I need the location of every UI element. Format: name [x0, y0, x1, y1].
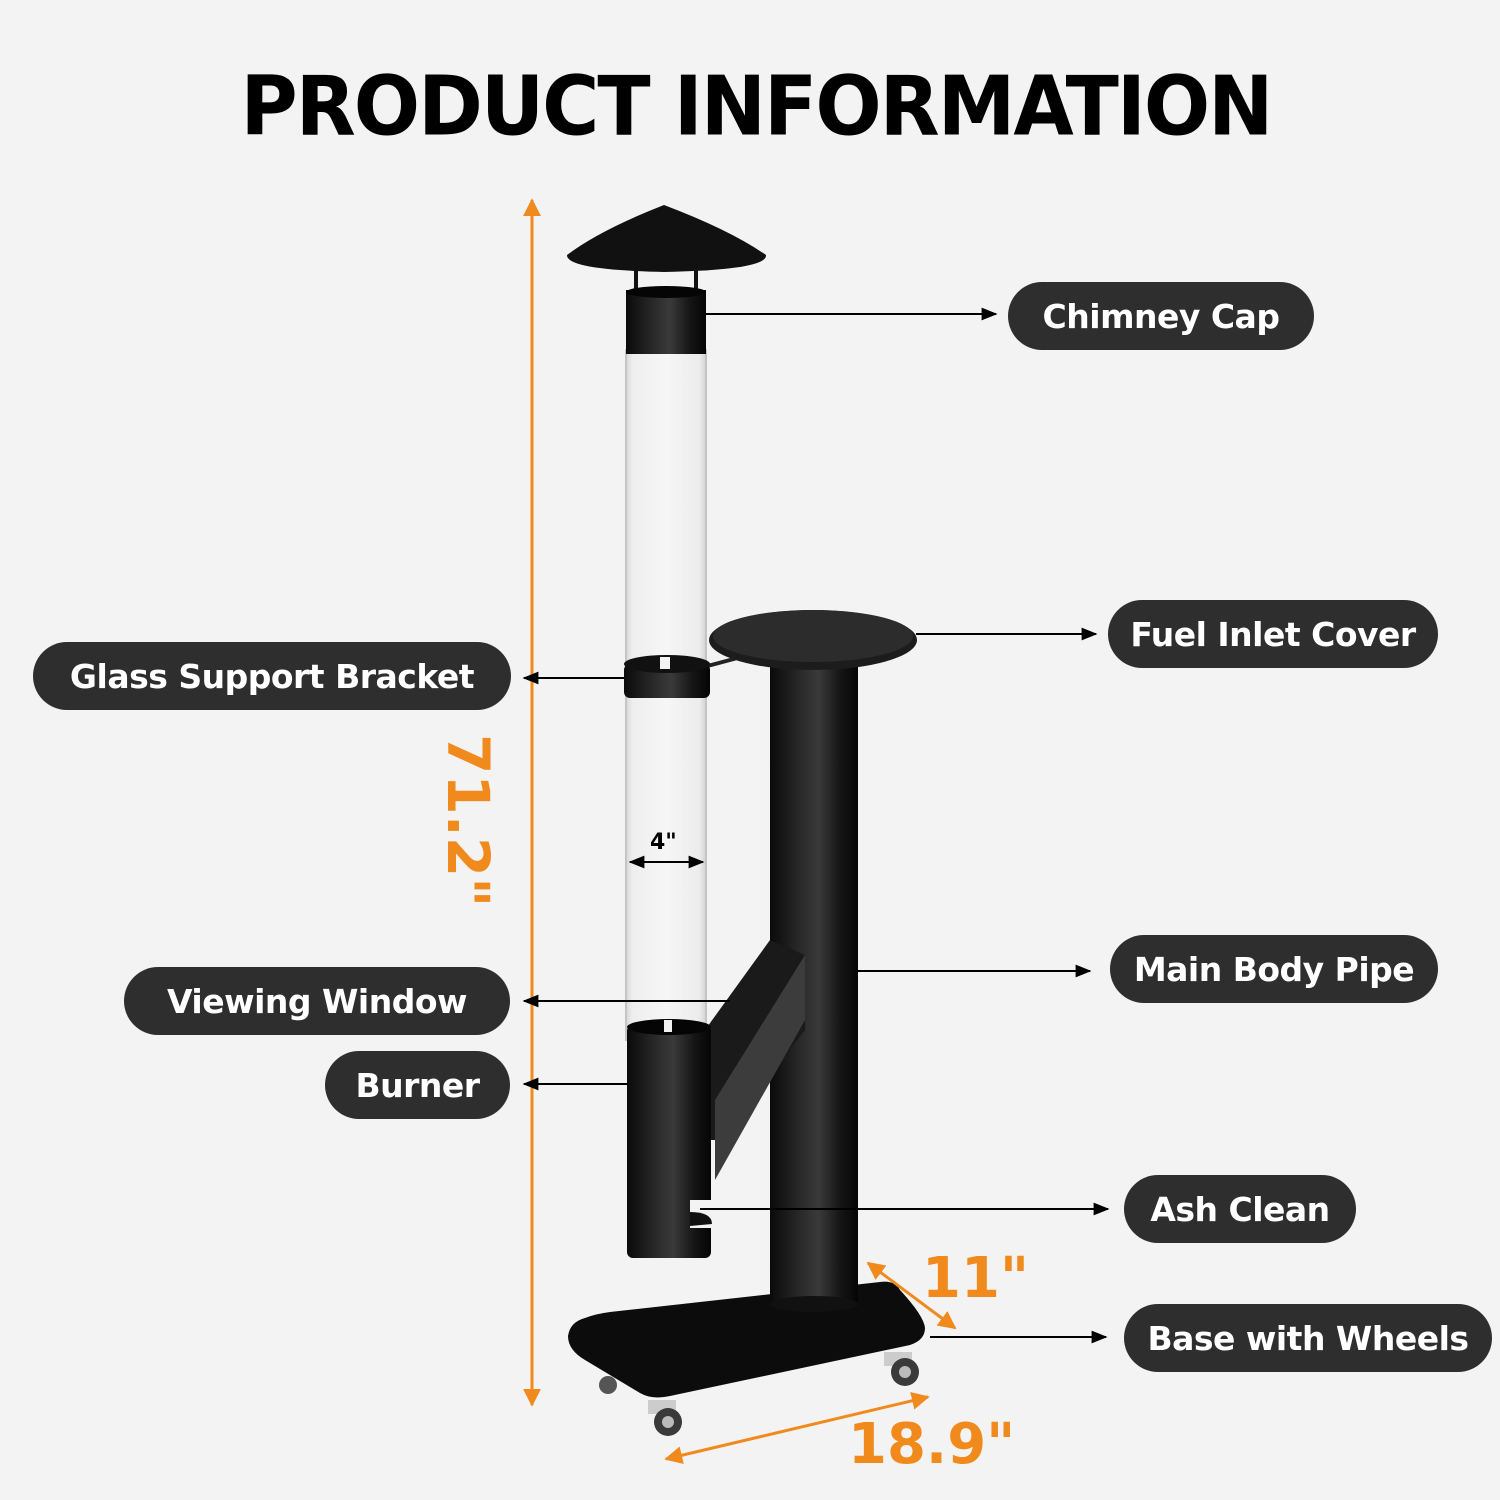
base-width-dimension-line: [664, 1391, 930, 1465]
label-glass-support-bracket: Glass Support Bracket: [33, 642, 511, 710]
burner-illustration: [627, 1019, 712, 1258]
dimension-base-width: 18.9": [848, 1412, 1016, 1477]
dimension-height: 71.2": [434, 734, 502, 908]
label-chimney-cap: Chimney Cap: [1008, 282, 1314, 350]
chimney-cap-illustration: [566, 205, 767, 354]
fuel-inlet-cover-illustration: [709, 610, 917, 670]
label-burner: Burner: [325, 1051, 510, 1119]
angled-connector-illustration: [705, 940, 805, 1180]
dimension-glass-diameter: 4": [650, 830, 677, 855]
glass-support-bracket-illustration: [624, 650, 761, 698]
label-viewing-window: Viewing Window: [124, 967, 510, 1035]
label-main-body-pipe: Main Body Pipe: [1110, 935, 1438, 1003]
label-ash-clean: Ash Clean: [1124, 1175, 1356, 1243]
base-depth-dimension-line: [866, 1261, 957, 1330]
dimension-base-depth: 11": [922, 1246, 1030, 1311]
label-base-with-wheels: Base with Wheels: [1124, 1304, 1492, 1372]
base-with-wheels-illustration: [568, 1240, 925, 1436]
callout-leader-lines: [522, 307, 1110, 1344]
label-fuel-inlet-cover: Fuel Inlet Cover: [1108, 600, 1438, 668]
page-title: PRODUCT INFORMATION: [240, 59, 1274, 155]
